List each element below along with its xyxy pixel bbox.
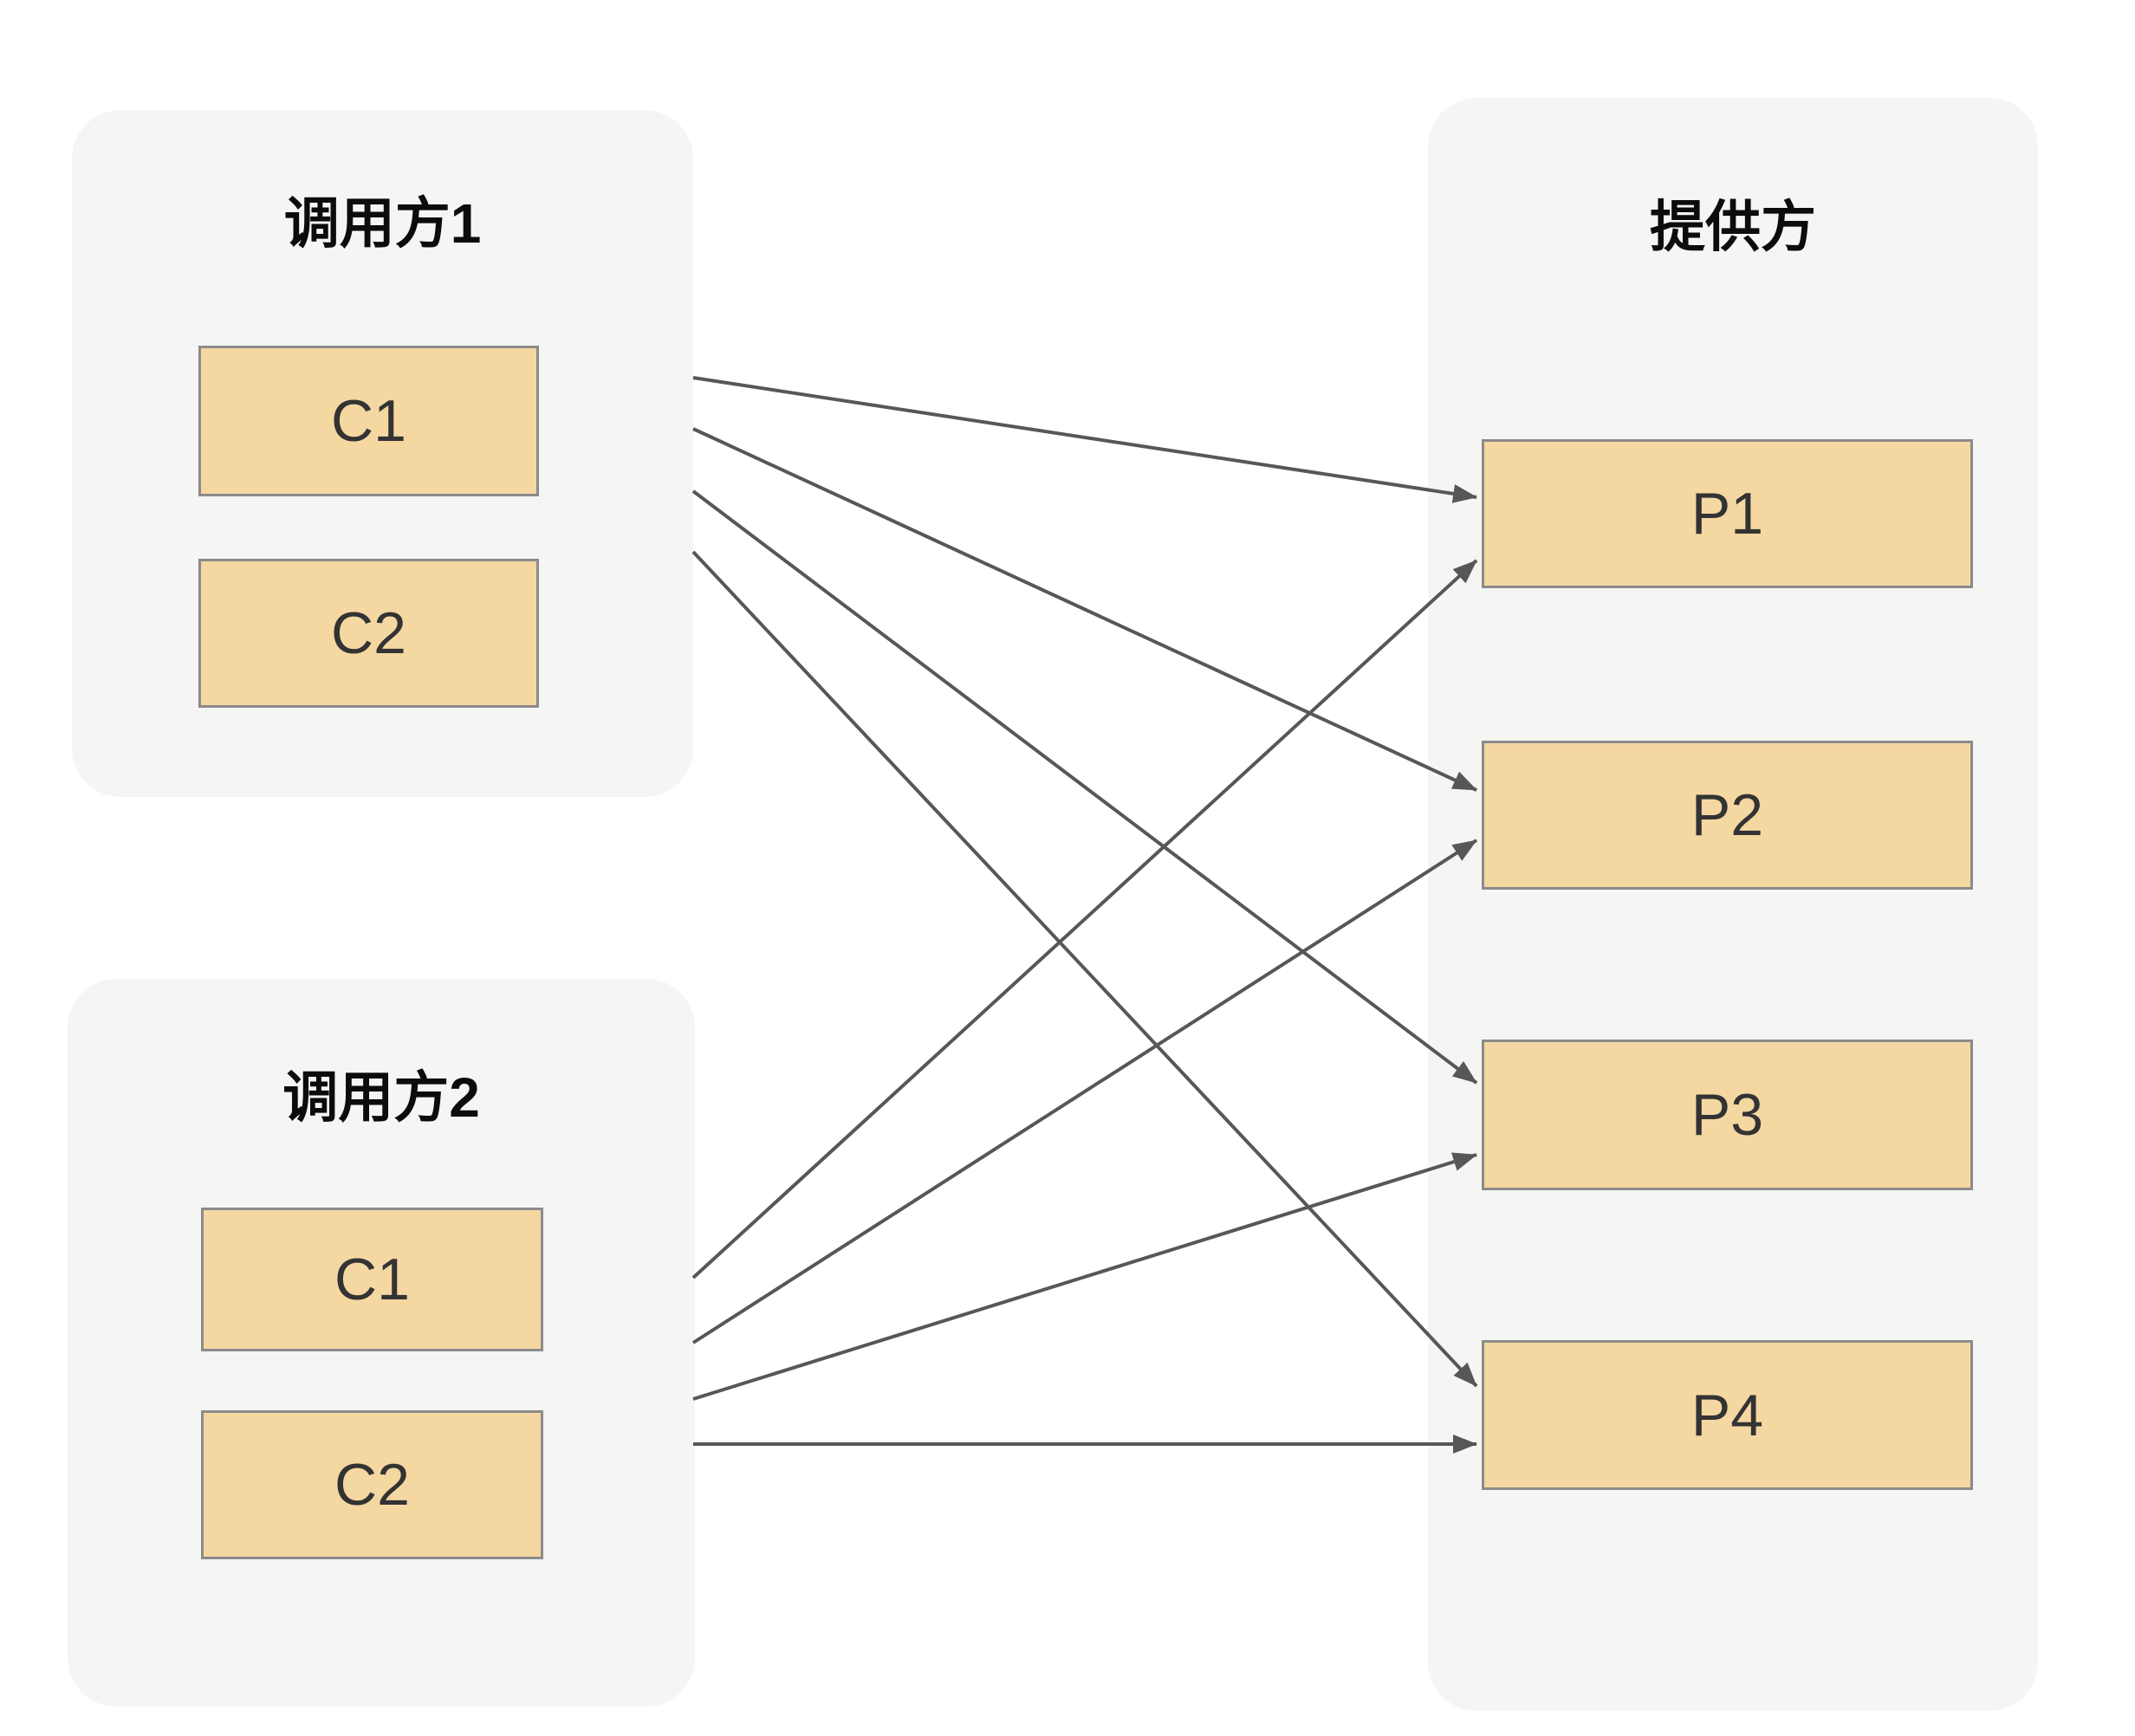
group-caller2-title: 调用方2 <box>282 1066 480 1129</box>
node-caller1-c2-label: C2 <box>331 600 406 666</box>
node-caller2-c2-label: C2 <box>334 1452 410 1518</box>
node-provider-p3-label: P3 <box>1690 1082 1764 1148</box>
node-provider-p2-label: P2 <box>1690 782 1764 848</box>
group-caller1: 调用方1 C1 C2 <box>72 110 693 797</box>
node-caller2-c1-label: C1 <box>334 1247 410 1312</box>
node-provider-p4: P4 <box>1482 1340 1973 1490</box>
arrow-caller2-c2-to-provider-p3 <box>692 1152 1477 1401</box>
node-caller1-c1: C1 <box>198 346 539 496</box>
arrow-caller1-c1-to-provider-p1 <box>692 376 1477 503</box>
node-provider-p4-label: P4 <box>1690 1382 1764 1448</box>
node-caller2-c2: C2 <box>201 1410 543 1559</box>
group-provider: 提供方 P1 P2 P3 P4 <box>1428 98 2038 1711</box>
arrow-caller1-c2-to-provider-p3 <box>691 489 1478 1085</box>
arrow-caller2-c1-to-provider-p2 <box>691 839 1478 1344</box>
node-provider-p1: P1 <box>1482 439 1973 588</box>
node-provider-p3: P3 <box>1482 1040 1973 1190</box>
arrow-caller1-c2-to-provider-p4 <box>691 550 1478 1388</box>
node-caller2-c1: C1 <box>201 1208 543 1351</box>
group-caller1-title: 调用方1 <box>283 192 482 255</box>
node-provider-p1-label: P1 <box>1690 481 1764 547</box>
arrow-caller2-c1-to-provider-p1 <box>691 559 1478 1279</box>
node-provider-p2: P2 <box>1482 741 1973 890</box>
arrow-caller1-c1-to-provider-p2 <box>692 427 1477 792</box>
group-caller2: 调用方2 C1 C2 <box>68 979 695 1707</box>
node-caller1-c1-label: C1 <box>331 388 406 454</box>
group-provider-title: 提供方 <box>1650 196 1816 258</box>
node-caller1-c2: C2 <box>198 559 539 708</box>
